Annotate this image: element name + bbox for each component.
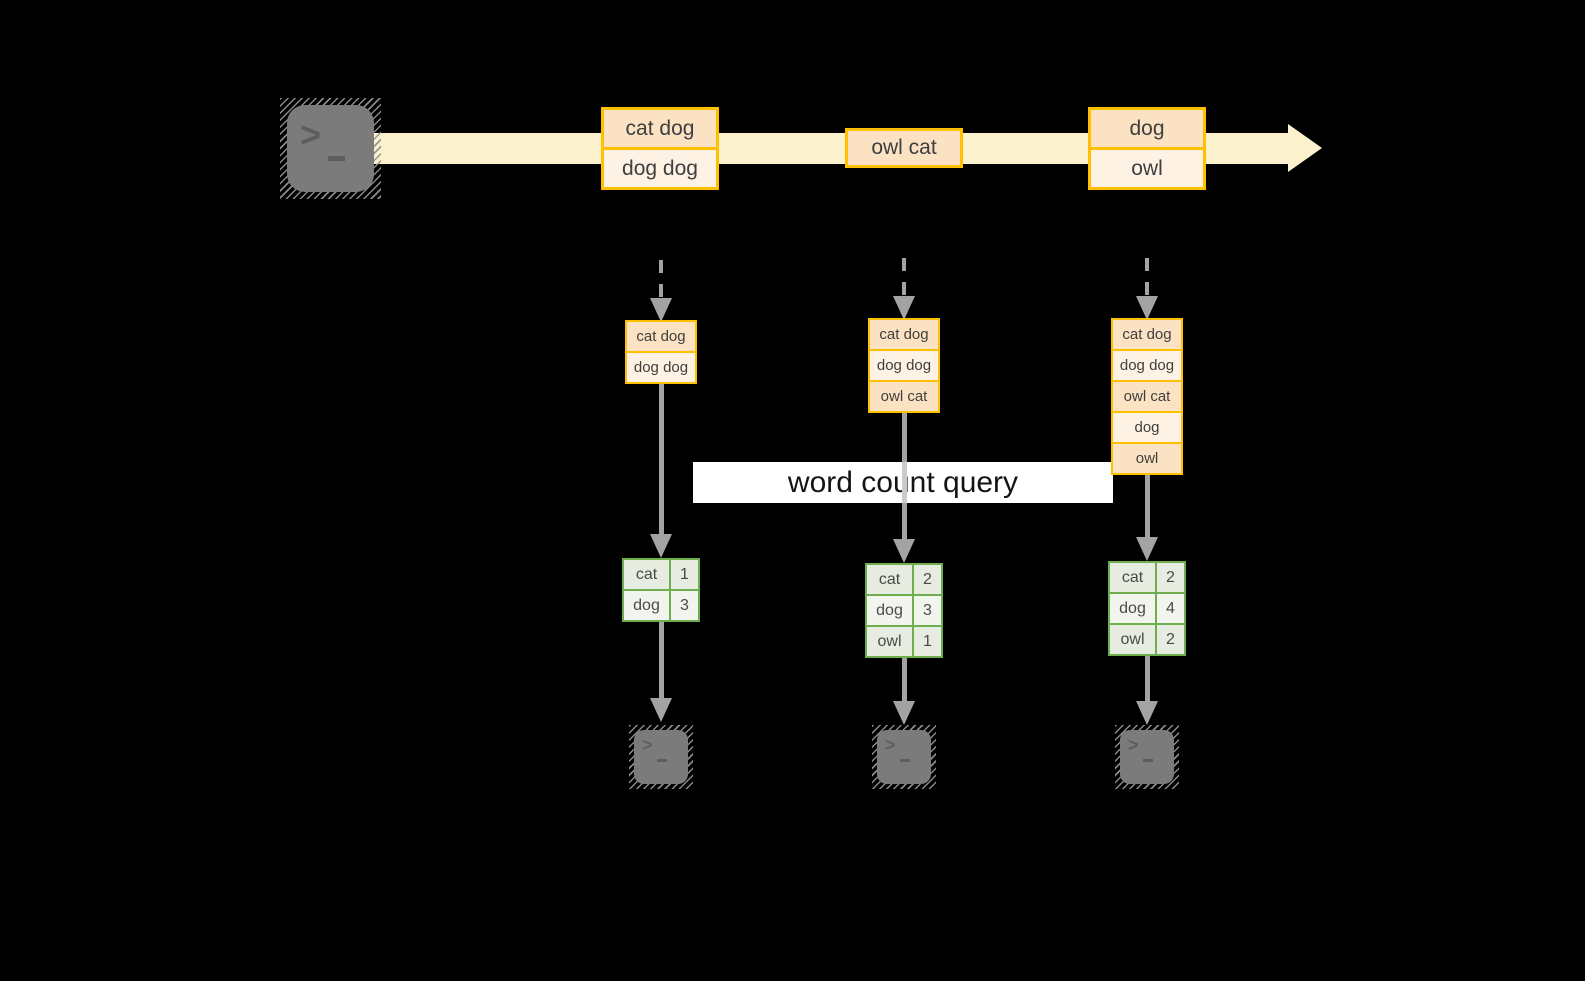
state-entry: dog dog xyxy=(627,353,695,382)
state-box-1: cat dog dog dog xyxy=(625,320,697,384)
result-table-2: cat 2 dog 3 owl 1 xyxy=(865,563,943,658)
stream-batch-2: owl cat xyxy=(845,128,963,168)
count-cell: 2 xyxy=(1166,631,1175,648)
stream-timeline-arrowhead-icon xyxy=(1288,124,1322,172)
arrow-result-to-sink-head-2 xyxy=(893,701,915,725)
count-cell: 2 xyxy=(923,571,932,588)
batch-entry: dog dog xyxy=(604,150,716,187)
state-entry: cat dog xyxy=(870,320,938,349)
word-cell: dog xyxy=(1110,594,1157,623)
result-row: owl 1 xyxy=(867,627,941,656)
batch-entry: cat dog xyxy=(604,110,716,147)
state-entry: dog xyxy=(1113,413,1181,442)
word-cell: owl xyxy=(867,627,914,656)
arrow-state-to-result-head-1 xyxy=(650,534,672,558)
result-table-3: cat 2 dog 4 owl 2 xyxy=(1108,561,1186,656)
word-cell: cat xyxy=(1110,563,1157,592)
state-entry: cat dog xyxy=(627,322,695,351)
terminal-cursor-icon xyxy=(1143,759,1153,762)
terminal-prompt-icon: > xyxy=(300,114,322,155)
result-table-1: cat 1 dog 3 xyxy=(622,558,700,622)
batch-entry: owl cat xyxy=(848,131,960,165)
state-entry: dog dog xyxy=(1113,351,1181,380)
word-cell: cat xyxy=(867,565,914,594)
arrow-through-band xyxy=(902,462,907,503)
terminal-screen xyxy=(1120,730,1174,784)
state-entry: cat dog xyxy=(1113,320,1181,349)
sink-terminal-icon-1: > xyxy=(629,725,693,789)
sink-terminal-icon-2: > xyxy=(872,725,936,789)
dashed-arrow-head-1 xyxy=(650,298,672,322)
result-row: dog 3 xyxy=(624,591,698,620)
arrow-result-to-sink-shaft-2 xyxy=(902,658,907,703)
sink-terminal-icon-3: > xyxy=(1115,725,1179,789)
state-entry: owl xyxy=(1113,444,1181,473)
dashed-arrow-shaft-3 xyxy=(1145,258,1149,298)
stream-batch-1: cat dog dog dog xyxy=(601,107,719,190)
batch-entry: dog xyxy=(1091,110,1203,147)
count-cell: 1 xyxy=(923,633,932,650)
result-row: dog 3 xyxy=(867,596,941,625)
source-terminal-icon: > xyxy=(280,98,381,199)
arrow-result-to-sink-shaft-3 xyxy=(1145,656,1150,703)
state-box-2: cat dog dog dog owl cat xyxy=(868,318,940,413)
terminal-prompt-icon: > xyxy=(642,735,653,755)
word-cell: cat xyxy=(624,560,671,589)
word-cell: dog xyxy=(624,591,671,620)
arrow-result-to-sink-head-1 xyxy=(650,698,672,722)
state-box-3: cat dog dog dog owl cat dog owl xyxy=(1111,318,1183,475)
terminal-screen xyxy=(287,105,374,192)
terminal-screen xyxy=(877,730,931,784)
result-row: dog 4 xyxy=(1110,594,1184,623)
count-cell: 4 xyxy=(1166,600,1175,617)
dashed-arrow-shaft-1 xyxy=(659,260,663,300)
state-entry: owl cat xyxy=(1113,382,1181,411)
count-cell: 2 xyxy=(1166,569,1175,586)
arrow-result-to-sink-head-3 xyxy=(1136,701,1158,725)
result-row: owl 2 xyxy=(1110,625,1184,654)
state-entry: owl cat xyxy=(870,382,938,411)
arrow-state-to-result-head-3 xyxy=(1136,537,1158,561)
terminal-cursor-icon xyxy=(900,759,910,762)
terminal-screen xyxy=(634,730,688,784)
word-cell: dog xyxy=(867,596,914,625)
count-cell: 3 xyxy=(680,597,689,614)
arrow-state-to-result-shaft-3 xyxy=(1145,475,1150,539)
arrow-state-to-result-head-2 xyxy=(893,539,915,563)
terminal-cursor-icon xyxy=(328,156,345,161)
arrow-result-to-sink-shaft-1 xyxy=(659,622,664,700)
word-cell: owl xyxy=(1110,625,1157,654)
state-entry: dog dog xyxy=(870,351,938,380)
terminal-prompt-icon: > xyxy=(885,735,896,755)
arrow-state-to-result-shaft-1 xyxy=(659,384,664,536)
dashed-arrow-head-3 xyxy=(1136,296,1158,320)
count-cell: 3 xyxy=(923,602,932,619)
result-row: cat 2 xyxy=(867,565,941,594)
result-row: cat 1 xyxy=(624,560,698,589)
stream-batch-3: dog owl xyxy=(1088,107,1206,190)
dashed-arrow-head-2 xyxy=(893,296,915,320)
terminal-prompt-icon: > xyxy=(1128,735,1139,755)
result-row: cat 2 xyxy=(1110,563,1184,592)
count-cell: 1 xyxy=(680,566,689,583)
dashed-arrow-shaft-2 xyxy=(902,258,906,298)
batch-entry: owl xyxy=(1091,150,1203,187)
terminal-cursor-icon xyxy=(657,759,667,762)
